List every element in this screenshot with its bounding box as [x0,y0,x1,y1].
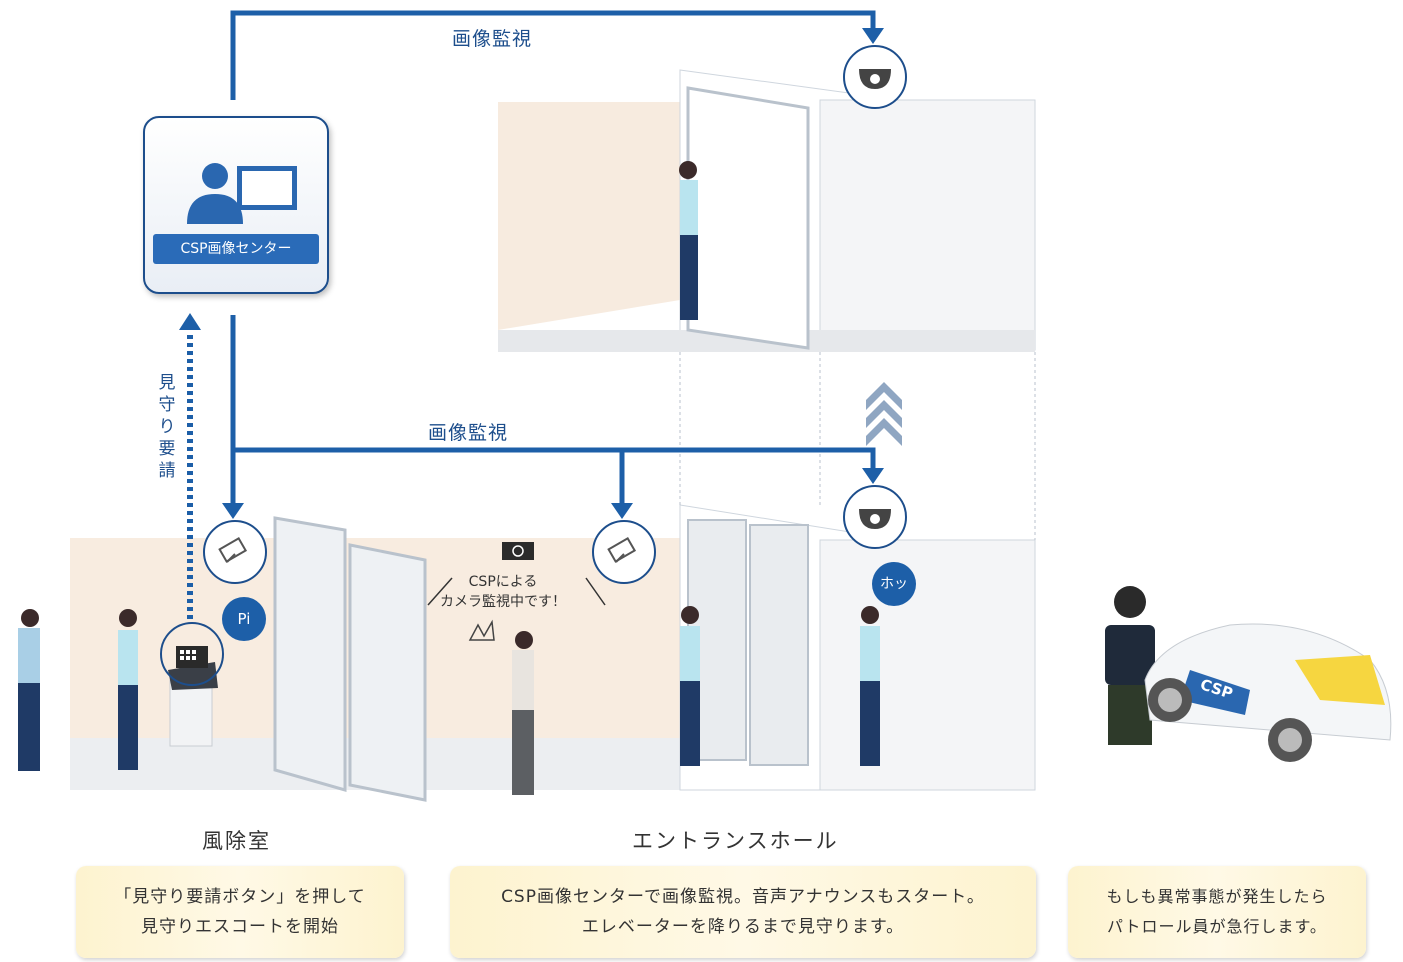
box-camera-icon-hall [592,520,656,584]
dome-camera-icon-upper [843,45,907,109]
announcement-line2: カメラ監視中です！ [440,594,566,610]
lower-floor [70,352,1036,802]
request-label: 見守り要請 [158,373,176,481]
announcement-text: CSPによる カメラ監視中です！ [440,572,566,612]
wall-camera-sign-icon [502,542,534,560]
monitor-arrows [230,10,876,505]
monitor-label-mid: 画像監視 [428,422,509,444]
caption-hall-line2: エレベーターを降りるまで見守ります。 [581,917,905,937]
pi-bubble: Pi [222,597,266,641]
announcement-line1: CSPによる [468,574,538,590]
csp-center-label: CSP画像センター [153,234,319,264]
patrol-car [1144,623,1392,762]
csp-image-center: CSP画像センター [143,116,329,294]
caption-patrol-line1: もしも異常事態が発生したら [1106,887,1328,906]
surprise-icon [468,619,495,641]
room-label-vestibule: 風除室 [202,829,271,853]
up-chevron-icon [866,382,902,446]
caption-patrol: もしも異常事態が発生したら パトロール員が急行します。 [1068,866,1366,958]
operator-monitor-icon [187,163,297,224]
dome-camera-icon-lower [843,485,907,549]
speech-marks [427,577,606,606]
monitor-label-top: 画像監視 [452,28,533,50]
upper-floor [498,69,1036,352]
caption-hall-line1: CSP画像センターで画像監視。音声アナウンスもスタート。 [501,887,985,907]
caption-patrol-line2: パトロール員が急行します。 [1107,917,1327,936]
room-label-entrance-hall: エントランスホール [632,829,839,853]
caption-vestibule-line1: 「見守り要請ボタン」を押して [114,887,366,907]
arrow-heads [179,28,884,519]
caption-vestibule-line2: 見守りエスコートを開始 [141,917,339,937]
button-zoom-circle [160,622,224,686]
caption-entrance-hall: CSP画像センターで画像監視。音声アナウンスもスタート。 エレベーターを降りるま… [450,866,1036,958]
box-camera-icon-vestibule [203,520,267,584]
security-guard [1105,586,1155,745]
hot-bubble: ホッ [872,562,916,606]
caption-vestibule: 「見守り要請ボタン」を押して 見守りエスコートを開始 [76,866,404,958]
